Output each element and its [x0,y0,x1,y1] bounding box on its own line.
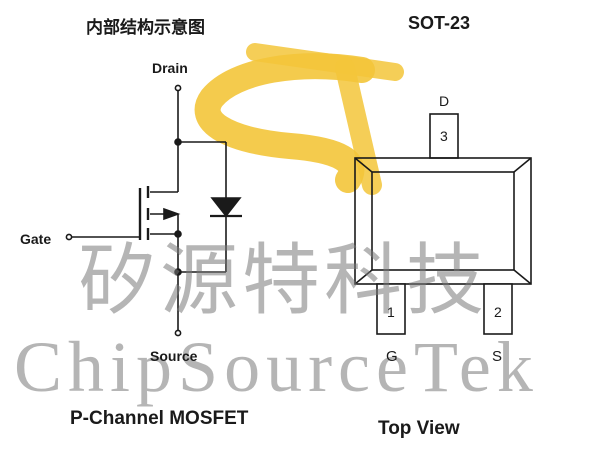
pin-left-number: 1 [387,304,395,320]
internal-structure-title: 内部结构示意图 [86,18,205,37]
logo-watermark [194,43,404,195]
pin-top-number: 3 [440,128,448,144]
source-label: Source [150,348,198,364]
watermark-english: ChipSourceTek [14,327,539,407]
mosfet-schematic [65,84,242,337]
gate-label: Gate [20,231,52,247]
drain-label: Drain [152,60,188,76]
body-diode [210,197,242,218]
package-body-outer [354,157,532,285]
view-caption: Top View [378,418,460,439]
source-terminal [174,329,182,337]
pin-right-number: 2 [494,304,502,320]
sot23-package [354,113,532,335]
package-title: SOT-23 [408,13,471,33]
drain-terminal [174,84,182,92]
pin-3 [429,113,459,159]
body-arrow [163,207,181,221]
gate-terminal [65,233,73,241]
pin-left-letter: G [386,348,398,365]
channel-caption: P-Channel MOSFET [70,408,249,429]
pin-right-letter: S [492,348,503,365]
pin-1 [376,283,406,335]
pin-top-letter: D [439,93,450,109]
source-node-upper [174,230,182,238]
package-body-inner [371,171,515,271]
watermark-chinese: 矽源特科技 [78,236,489,326]
pin-2 [483,283,513,335]
